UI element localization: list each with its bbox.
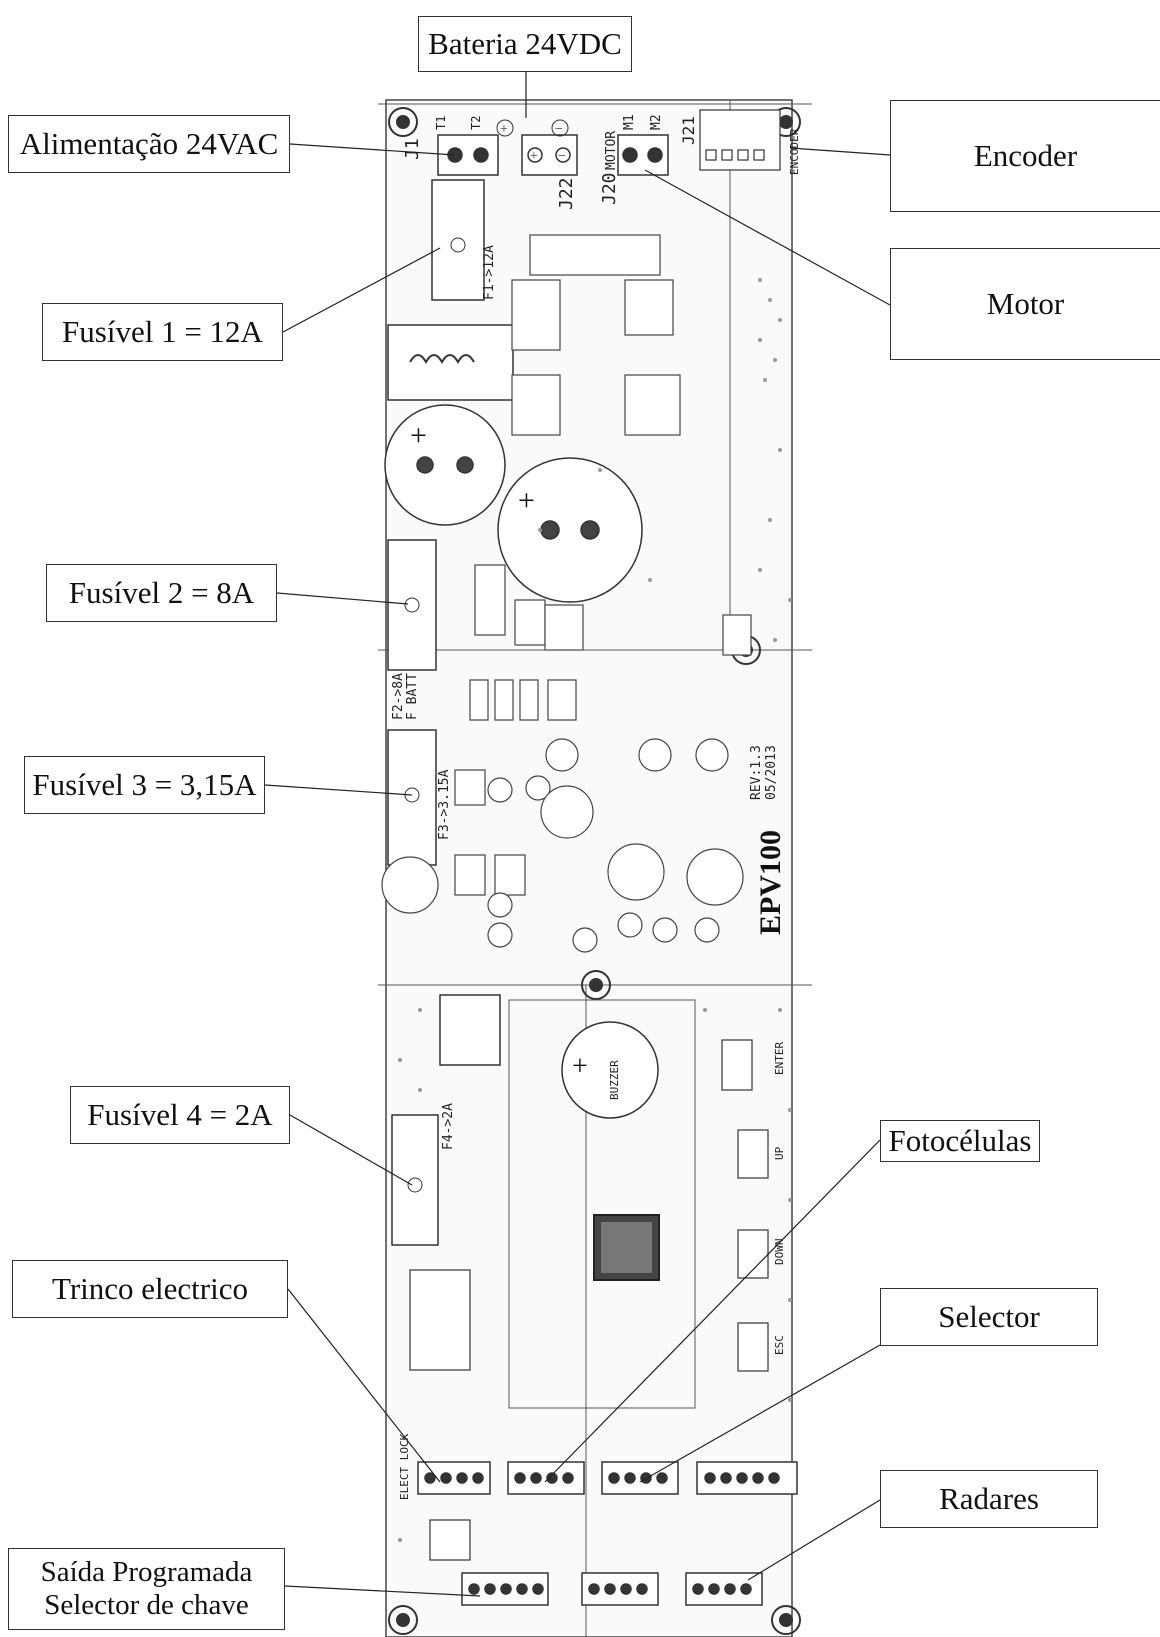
inductor-l2 xyxy=(439,994,501,1066)
label-j22: J22 xyxy=(556,177,577,210)
misc-components xyxy=(454,234,752,896)
label-fusivel-3: Fusível 3 = 3,15A xyxy=(24,756,265,814)
push-buttons xyxy=(721,1039,769,1372)
label-encoder: Encoder xyxy=(890,100,1160,212)
svg-text:ENCODER: ENCODER xyxy=(788,128,801,175)
board-model: EPV100 xyxy=(754,830,787,935)
label-bateria: Bateria 24VDC xyxy=(418,16,632,72)
capacitor-c2: + xyxy=(497,457,643,603)
connector-j22: + − xyxy=(521,134,578,176)
label-fotocelulas: Fotocélulas xyxy=(880,1120,1040,1162)
svg-text:+: + xyxy=(530,149,538,164)
capacitor-c1: + xyxy=(384,404,506,526)
svg-text:−: − xyxy=(555,122,563,137)
label-selector: Selector xyxy=(880,1288,1098,1346)
svg-text:F1->12A: F1->12A xyxy=(482,245,497,300)
label-fusivel-2: Fusível 2 = 8A xyxy=(46,564,277,622)
board-date: 05/2013 xyxy=(764,745,779,800)
svg-text:T2: T2 xyxy=(469,116,483,130)
terminal-fotocelulas xyxy=(507,1461,585,1495)
label-alimentacao: Alimentação 24VAC xyxy=(8,115,290,173)
label-fusivel-4: Fusível 4 = 2A xyxy=(70,1086,290,1144)
connector-j21 xyxy=(699,109,781,171)
label-fusivel-1: Fusível 1 = 12A xyxy=(42,303,283,361)
label-trinco: Trinco electrico xyxy=(12,1260,288,1318)
svg-text:M1: M1 xyxy=(622,114,637,130)
svg-text:F BATT: F BATT xyxy=(405,673,420,720)
board-revision: REV:1.3 xyxy=(749,745,764,800)
label-motor: Motor xyxy=(890,248,1160,360)
buzzer: + xyxy=(561,1021,659,1119)
fuse-f3 xyxy=(387,729,437,866)
terminal-radares xyxy=(685,1572,763,1606)
svg-text:UP: UP xyxy=(773,1146,786,1160)
terminal-row1-right xyxy=(696,1461,798,1495)
svg-text:−: − xyxy=(558,149,566,164)
svg-text:T1: T1 xyxy=(434,116,448,130)
terminal-saida xyxy=(461,1572,549,1606)
label-radares: Radares xyxy=(880,1470,1098,1528)
label-j21: J21 xyxy=(679,116,698,145)
via-dots xyxy=(398,278,792,1542)
label-j20: J20 xyxy=(599,172,620,205)
svg-text:+: + xyxy=(572,1051,588,1082)
svg-text:ELECT LOCK: ELECT LOCK xyxy=(398,1433,411,1500)
svg-text:MOTOR: MOTOR xyxy=(604,131,619,170)
svg-text:F3->3.15A: F3->3.15A xyxy=(437,769,452,840)
svg-text:F4->2A: F4->2A xyxy=(441,1103,456,1150)
inductor-l1 xyxy=(387,324,514,401)
label-saida-programada: Saída Programada Selector de chave xyxy=(8,1548,285,1630)
fuse-f4 xyxy=(391,1114,439,1246)
label-j1: J1 xyxy=(402,138,423,160)
svg-text:F2->8A: F2->8A xyxy=(391,673,406,720)
svg-text:+: + xyxy=(410,419,427,452)
fuse-f1 xyxy=(431,179,485,301)
svg-text:ESC: ESC xyxy=(773,1335,786,1355)
leader-lines xyxy=(264,72,891,1597)
svg-text:+: + xyxy=(500,122,508,137)
svg-text:+: + xyxy=(518,484,535,517)
connector-j20 xyxy=(617,134,669,176)
terminal-row2-middle xyxy=(581,1572,659,1606)
svg-text:BUZZER: BUZZER xyxy=(608,1060,621,1100)
fuse-f2 xyxy=(387,539,437,671)
svg-text:M2: M2 xyxy=(649,114,664,130)
svg-text:ENTER: ENTER xyxy=(773,1042,786,1075)
terminal-trinco xyxy=(417,1461,491,1495)
small-capacitors xyxy=(381,738,744,953)
